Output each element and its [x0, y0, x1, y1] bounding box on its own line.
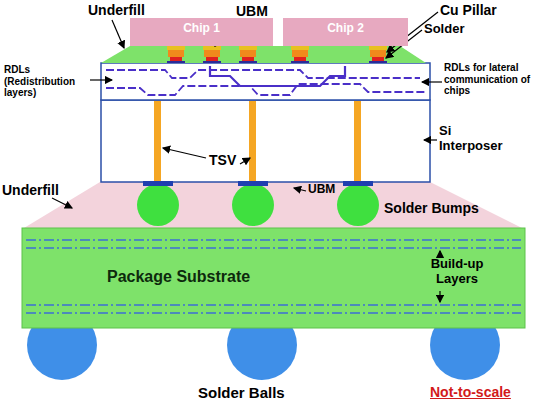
tsv: [354, 101, 361, 181]
ubm: [238, 181, 268, 186]
part-label: Solder Bumps: [384, 200, 479, 216]
tsv: [154, 101, 161, 181]
solder-bump: [137, 184, 179, 226]
si-interposer: [101, 100, 430, 182]
part-label: RDLs for lateral communication of chips: [444, 62, 540, 97]
underfill: [24, 182, 522, 228]
ubm: [143, 181, 173, 186]
part-label: Underfill: [2, 182, 59, 198]
part-label: Underfill: [88, 2, 145, 18]
part-label: Solder: [424, 22, 464, 37]
part-label: UBM: [236, 3, 268, 19]
build-up-layer: [26, 240, 521, 313]
tsv: [249, 101, 256, 181]
part-label: RDLs (Redistribution layers): [4, 64, 90, 99]
cu-pillar: [167, 46, 387, 63]
part-label: Si Interposer: [439, 124, 517, 154]
leader-line: [52, 12, 442, 302]
chip-die: Chip 1: [130, 18, 273, 46]
rdl-lateral: [210, 66, 345, 86]
rdl-layer: [101, 63, 430, 100]
solder-bump: [337, 184, 379, 226]
part-name: Chip 2: [283, 21, 408, 35]
solder-bump: [232, 184, 274, 226]
part-label: Solder Balls: [198, 384, 285, 401]
part-label: Build-up Layers: [412, 257, 502, 287]
rdl-trace: [106, 70, 425, 95]
part-label: TSV: [209, 152, 236, 168]
part-name: Chip 1: [130, 21, 273, 35]
part-label: Cu Pillar: [440, 2, 497, 18]
part-name: Package Substrate: [107, 268, 250, 286]
part-label: Not-to-scale: [430, 384, 511, 400]
underfill: [101, 46, 426, 63]
part-label: UBM: [308, 183, 335, 197]
chip-die: Chip 2: [283, 18, 408, 46]
ubm: [343, 181, 373, 186]
package-substrate: [22, 228, 525, 328]
